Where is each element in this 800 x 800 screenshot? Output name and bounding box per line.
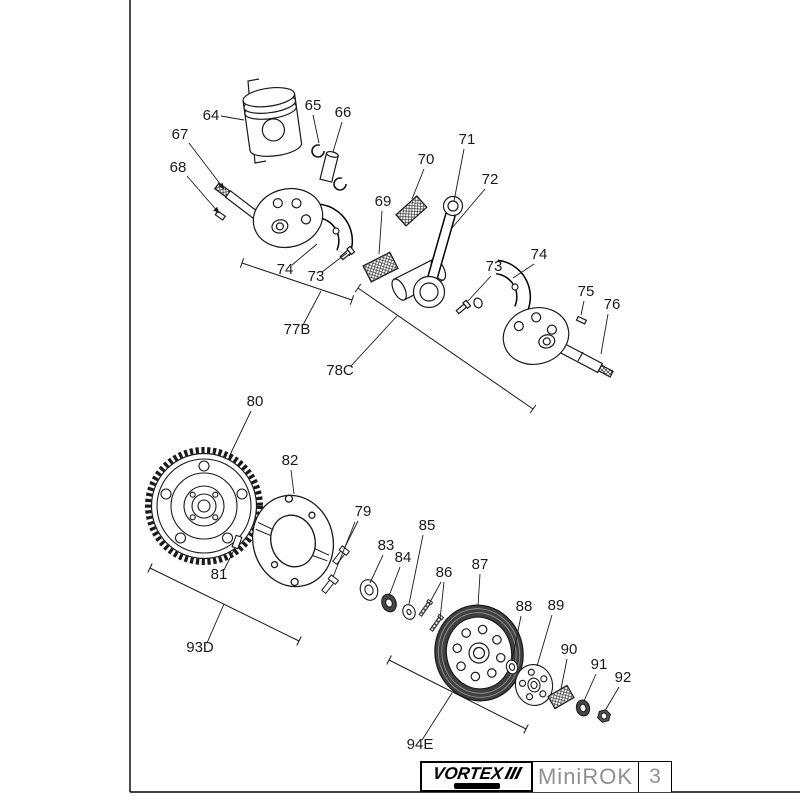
part-label-79: 79 xyxy=(355,503,372,520)
crank-web-right xyxy=(502,307,570,365)
circlip-66b xyxy=(333,177,347,191)
clutch-drum-87 xyxy=(434,604,524,702)
part-label-71: 71 xyxy=(459,131,476,148)
part-label-89: 89 xyxy=(548,597,565,614)
page-number-cell: 3 xyxy=(638,761,672,792)
bracket-94E xyxy=(388,659,527,730)
part-label-73-right: 73 xyxy=(486,258,503,275)
part-label-77B: 77B xyxy=(284,321,311,338)
part-label-73-left: 73 xyxy=(308,268,325,285)
part-label-90: 90 xyxy=(561,641,578,658)
logo-sub-bar xyxy=(453,783,500,789)
crank-web-left xyxy=(252,187,324,249)
part-label-76: 76 xyxy=(604,296,621,313)
woodruff-key-75 xyxy=(575,315,588,325)
washer-83 xyxy=(359,579,379,601)
hub-group xyxy=(505,659,611,723)
screw-73-left xyxy=(339,245,356,261)
washer-85 xyxy=(402,604,416,620)
washers-group xyxy=(359,579,445,632)
part-label-74-right: 74 xyxy=(531,246,548,263)
key-81 xyxy=(231,534,243,550)
part-label-86: 86 xyxy=(436,564,453,581)
leader-lines xyxy=(186,114,620,741)
part-label-67: 67 xyxy=(172,126,189,143)
hub-89 xyxy=(514,664,554,706)
part-label-80: 80 xyxy=(247,393,264,410)
piston xyxy=(242,87,303,157)
part-label-64: 64 xyxy=(203,107,220,124)
bolt-79b xyxy=(321,574,340,595)
part-label-69: 69 xyxy=(375,193,392,210)
page-frame xyxy=(129,0,800,793)
part-label-92: 92 xyxy=(615,669,632,686)
part-label-65: 65 xyxy=(305,97,322,114)
clutch-shoes-82 xyxy=(251,494,351,595)
part-label-78C: 78C xyxy=(326,362,354,379)
nut-92 xyxy=(597,709,611,723)
crank-right-assembly xyxy=(455,259,614,378)
part-label-66: 66 xyxy=(335,104,352,121)
part-label-81: 81 xyxy=(211,566,228,583)
vortex-logo: VORTEX xyxy=(420,761,533,792)
part-label-93D: 93D xyxy=(186,639,214,656)
model-cell: MiniROK xyxy=(533,761,638,792)
brand-wordmark: VORTEX xyxy=(431,764,505,783)
piston-pin-boss xyxy=(261,118,285,142)
part-label-75: 75 xyxy=(578,283,595,300)
part-label-87: 87 xyxy=(472,556,489,573)
ring-88 xyxy=(505,659,519,675)
model-name: MiniROK xyxy=(537,764,633,789)
roller-bearing-69 xyxy=(362,251,399,283)
washer-84 xyxy=(381,593,397,613)
washer-small xyxy=(473,297,483,309)
piston-assembly xyxy=(242,78,347,191)
circlip-65 xyxy=(311,144,325,158)
crank-right-shaft-thread xyxy=(597,364,614,378)
wrist-pin-66 xyxy=(319,150,339,183)
part-label-68: 68 xyxy=(170,159,187,176)
kidney-plate-74-right xyxy=(495,259,532,313)
part-label-91: 91 xyxy=(591,656,608,673)
part-label-85: 85 xyxy=(419,517,436,534)
part-label-94E: 94E xyxy=(407,736,434,753)
bracket-77B xyxy=(241,262,353,301)
flywheel-gear-80 xyxy=(145,447,263,565)
part-label-82: 82 xyxy=(282,452,299,469)
page-number: 3 xyxy=(649,765,661,788)
logo-stripes-decoration xyxy=(503,767,523,779)
assembly-brackets-top xyxy=(239,258,537,414)
shaft-key-68 xyxy=(214,210,227,221)
bearing-90 xyxy=(547,684,575,710)
bolt-79a xyxy=(332,545,351,566)
screw-73-right xyxy=(455,299,472,315)
part-label-70: 70 xyxy=(418,151,435,168)
crank-right-shaft xyxy=(558,342,604,374)
title-block: VORTEX MiniROK 3 xyxy=(420,761,672,792)
washer-91 xyxy=(575,699,591,717)
part-label-74-left: 74 xyxy=(277,261,294,278)
roller-bearing-70 xyxy=(395,195,428,227)
connecting-rod-71 xyxy=(412,195,464,309)
part-label-72: 72 xyxy=(482,171,499,188)
conrod-assembly xyxy=(362,195,464,309)
part-label-84: 84 xyxy=(395,549,412,566)
part-label-83: 83 xyxy=(378,537,395,554)
assembly-brackets-bottom xyxy=(147,563,529,734)
bracket-78C xyxy=(357,287,534,410)
part-label-88: 88 xyxy=(516,598,533,615)
crank-left-assembly xyxy=(213,182,356,261)
part-labels: 64 65 66 67 68 69 70 71 72 73 74 73 74 7… xyxy=(170,97,632,753)
kidney-plate-74-left xyxy=(317,203,354,257)
bracket-93D xyxy=(149,567,300,642)
